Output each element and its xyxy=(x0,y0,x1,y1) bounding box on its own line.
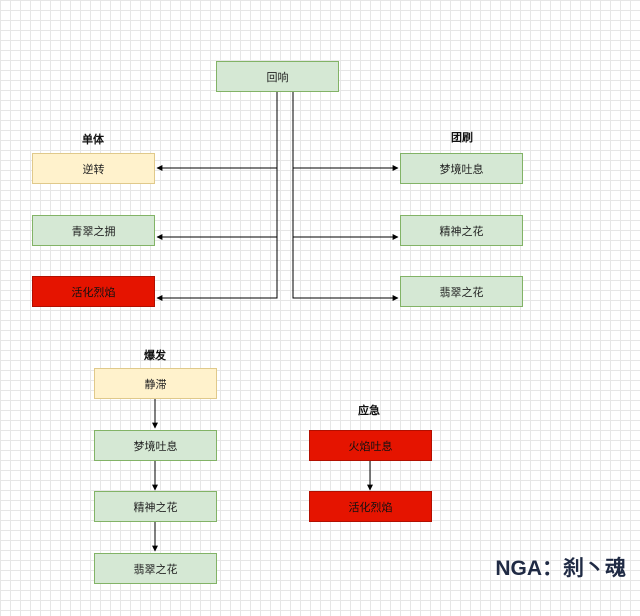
node-single-2-label: 青翠之拥 xyxy=(71,224,116,238)
node-group-2-label: 精神之花 xyxy=(439,224,484,238)
node-group-1[interactable]: 梦境吐息 xyxy=(400,153,523,184)
edge-root-single-3 xyxy=(156,237,278,301)
node-single-1-label: 逆转 xyxy=(82,162,105,176)
section-label-group: 团刷 xyxy=(451,131,473,144)
edge-root-group-1 xyxy=(292,92,399,171)
node-group-1-label: 梦境吐息 xyxy=(439,162,484,176)
section-label-burst: 爆发 xyxy=(144,349,166,362)
node-burst-3[interactable]: 精神之花 xyxy=(94,491,217,522)
section-label-emergency: 应急 xyxy=(358,404,380,417)
node-burst-1-label: 静滞 xyxy=(144,377,167,391)
node-burst-1[interactable]: 静滞 xyxy=(94,368,217,399)
section-label-single: 单体 xyxy=(82,133,104,146)
node-group-2[interactable]: 精神之花 xyxy=(400,215,523,246)
node-emergency-2-label: 活化烈焰 xyxy=(348,500,393,514)
edge-root-single-1 xyxy=(156,92,278,171)
watermark: NGA：刹丶魂 xyxy=(495,557,626,580)
node-burst-4-label: 翡翠之花 xyxy=(133,562,178,576)
node-emergency-1-label: 火焰吐息 xyxy=(348,439,393,453)
node-burst-3-label: 精神之花 xyxy=(133,500,178,514)
node-single-3[interactable]: 活化烈焰 xyxy=(32,276,155,307)
node-emergency-1[interactable]: 火焰吐息 xyxy=(309,430,432,461)
node-root-label: 回响 xyxy=(266,70,289,84)
node-group-3[interactable]: 翡翠之花 xyxy=(400,276,523,307)
node-emergency-2[interactable]: 活化烈焰 xyxy=(309,491,432,522)
node-single-2[interactable]: 青翠之拥 xyxy=(32,215,155,246)
node-single-1[interactable]: 逆转 xyxy=(32,153,155,184)
node-single-3-label: 活化烈焰 xyxy=(71,285,116,299)
edge-root-single-2 xyxy=(156,168,278,240)
edge-root-group-3 xyxy=(292,237,399,301)
edge-root-group-2 xyxy=(292,168,399,240)
node-root[interactable]: 回响 xyxy=(216,61,339,92)
node-burst-2[interactable]: 梦境吐息 xyxy=(94,430,217,461)
node-group-3-label: 翡翠之花 xyxy=(439,285,484,299)
node-burst-2-label: 梦境吐息 xyxy=(133,439,178,453)
node-burst-4[interactable]: 翡翠之花 xyxy=(94,553,217,584)
